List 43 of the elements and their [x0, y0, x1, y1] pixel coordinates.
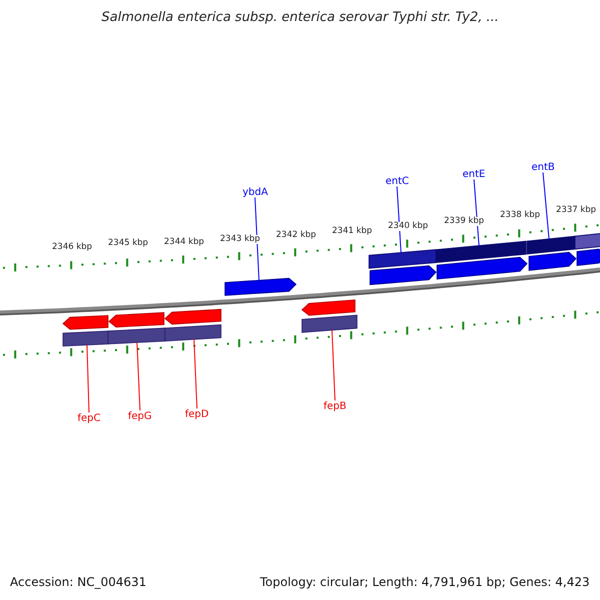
gene-label: ybdA — [242, 186, 268, 198]
accession-text: Accession: NC_004631 — [10, 576, 146, 589]
scale-label: 2339 kbp — [444, 216, 484, 226]
genome-summary-text: Topology: circular; Length: 4,791,961 bp; Genes: 4,423 — [260, 576, 590, 589]
gene-feature — [576, 248, 600, 266]
leader-line — [136, 342, 140, 411]
scale-label: 2337 kbp — [556, 206, 596, 215]
scale-label: 2343 kbp — [220, 234, 260, 244]
gene-bar — [164, 324, 222, 342]
leader-line — [194, 338, 198, 409]
gene-label: entE — [462, 168, 486, 180]
gene-feature — [224, 278, 297, 296]
leader-line — [396, 186, 402, 254]
gene-bar — [526, 236, 576, 255]
gene-feature — [108, 312, 164, 328]
gene-bar — [302, 314, 358, 333]
scale-label: 2342 kbp — [276, 230, 316, 240]
gene-feature — [301, 299, 356, 316]
scale-label: 2346 kbp — [52, 242, 92, 252]
leader-line — [86, 344, 90, 413]
gene-bar — [368, 249, 436, 269]
gene-feature — [370, 265, 437, 286]
gene-feature — [62, 315, 108, 330]
gene-label: fepB — [324, 400, 346, 412]
gene-bar — [574, 232, 600, 250]
scale-label: 2340 kbp — [388, 222, 428, 231]
scale-label: 2345 kbp — [108, 238, 148, 248]
scale-label: 2344 kbp — [164, 238, 204, 247]
title: Salmonella enterica subsp. enterica serovar Typhi str. Ty2, ... — [102, 11, 499, 26]
scale-label: 2341 kbp — [332, 226, 372, 236]
gene-label: entC — [386, 176, 409, 186]
leader-line — [474, 179, 480, 246]
leader-line — [254, 197, 260, 281]
gene-label: fepD — [185, 408, 209, 420]
gene-bar — [62, 330, 108, 347]
gene-feature — [164, 308, 222, 325]
leader-line — [542, 172, 550, 240]
gene-label: fepG — [128, 410, 152, 422]
leader-line — [332, 330, 336, 401]
gene-label: fepC — [78, 412, 101, 424]
gene-bar — [108, 328, 166, 344]
scale-label: 2338 kbp — [500, 210, 540, 220]
gene-label: entB — [532, 162, 555, 172]
